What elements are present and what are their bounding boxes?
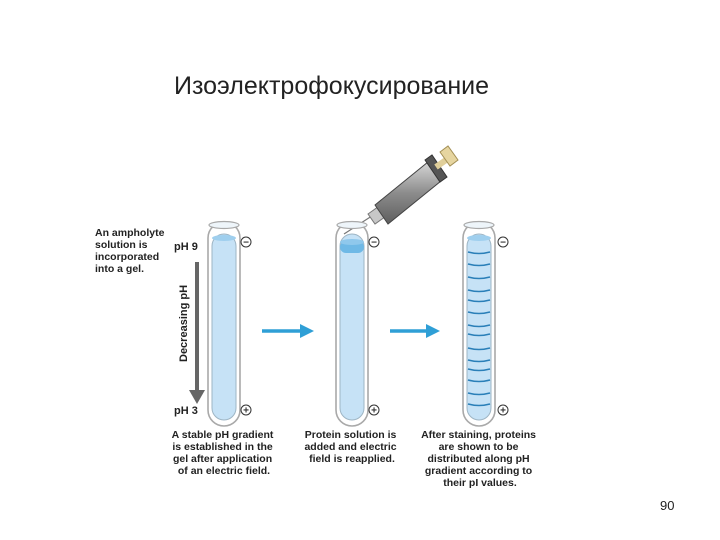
left-caption-line: incorporated bbox=[95, 251, 159, 263]
protein-band bbox=[467, 251, 491, 255]
minus-electrode-2: − bbox=[368, 236, 380, 249]
ph-bottom-label: pH 3 bbox=[174, 405, 198, 417]
caption-3-line: are shown to be bbox=[439, 441, 519, 453]
caption-2-line: field is reapplied. bbox=[309, 453, 395, 465]
caption-2: Protein solution is added and electric f… bbox=[304, 429, 399, 465]
caption-1-line: A stable pH gradient bbox=[172, 429, 274, 441]
slide-title: Изоэлектрофокусирование bbox=[174, 72, 489, 100]
tube-1 bbox=[207, 220, 241, 427]
axis-label: Decreasing pH bbox=[178, 285, 190, 362]
tube-rim bbox=[463, 220, 495, 230]
tube-3 bbox=[462, 220, 496, 427]
axis-arrowhead bbox=[189, 390, 205, 404]
caption-3-line: their pI values. bbox=[443, 477, 517, 489]
protein-band bbox=[467, 276, 491, 280]
caption-3-line: distributed along pH bbox=[428, 453, 530, 465]
minus-sign: − bbox=[371, 238, 377, 249]
caption-3-line: After staining, proteins bbox=[421, 429, 536, 441]
caption-1-line: of an electric field. bbox=[178, 465, 270, 477]
left-caption: An ampholyte solution is incorporated in… bbox=[95, 227, 167, 275]
protein-band bbox=[467, 368, 491, 372]
protein-band bbox=[467, 263, 491, 267]
plus-electrode-1: + bbox=[240, 404, 252, 417]
arrow-1 bbox=[262, 324, 314, 338]
tube-rim bbox=[208, 220, 240, 230]
page-number: 90 bbox=[660, 498, 675, 513]
plus-sign: + bbox=[500, 406, 506, 417]
caption-2-line: Protein solution is bbox=[305, 429, 397, 441]
plus-sign: + bbox=[371, 406, 377, 417]
protein-band bbox=[467, 379, 491, 383]
protein-band bbox=[467, 403, 491, 407]
minus-sign: − bbox=[243, 238, 249, 249]
syringe bbox=[343, 145, 459, 235]
syringe-plunger bbox=[434, 157, 448, 170]
caption-3-line: gradient according to bbox=[425, 465, 532, 477]
minus-electrode-3: − bbox=[497, 236, 509, 249]
ph-top-label: pH 9 bbox=[174, 241, 198, 253]
protein-bands bbox=[467, 251, 491, 407]
left-caption-line: An ampholyte bbox=[95, 227, 165, 239]
syringe-thumb-rest bbox=[439, 145, 459, 167]
protein-band bbox=[467, 289, 491, 293]
protein-band bbox=[467, 299, 491, 303]
plus-sign: + bbox=[243, 406, 249, 417]
left-caption-line: solution is bbox=[95, 239, 148, 251]
gel-surface bbox=[340, 239, 364, 245]
caption-1: A stable pH gradient is established in t… bbox=[172, 429, 277, 477]
protein-band bbox=[467, 359, 491, 363]
minus-sign: − bbox=[500, 238, 506, 249]
tube-2 bbox=[335, 220, 369, 427]
protein-band bbox=[467, 324, 491, 328]
caption-1-line: gel after application bbox=[173, 453, 272, 465]
gel-surface bbox=[467, 235, 491, 241]
minus-electrode-1: − bbox=[240, 236, 252, 249]
caption-2-line: added and electric bbox=[304, 441, 396, 453]
plus-electrode-3: + bbox=[497, 404, 509, 417]
protein-band bbox=[467, 392, 491, 396]
syringe-barrel bbox=[374, 161, 442, 225]
syringe-flange bbox=[424, 154, 448, 183]
gel-column bbox=[339, 233, 365, 421]
protein-band bbox=[467, 347, 491, 351]
plus-electrode-2: + bbox=[368, 404, 380, 417]
caption-3: After staining, proteins are shown to be… bbox=[421, 429, 539, 489]
caption-1-line: is established in the bbox=[172, 441, 273, 453]
protein-band bbox=[467, 311, 491, 315]
protein-band bbox=[467, 333, 491, 337]
tube-rim bbox=[336, 220, 368, 230]
gel-surface bbox=[212, 235, 236, 241]
left-caption-line: into a gel. bbox=[95, 263, 144, 275]
arrow-2 bbox=[390, 324, 440, 338]
gel-column bbox=[211, 233, 237, 421]
